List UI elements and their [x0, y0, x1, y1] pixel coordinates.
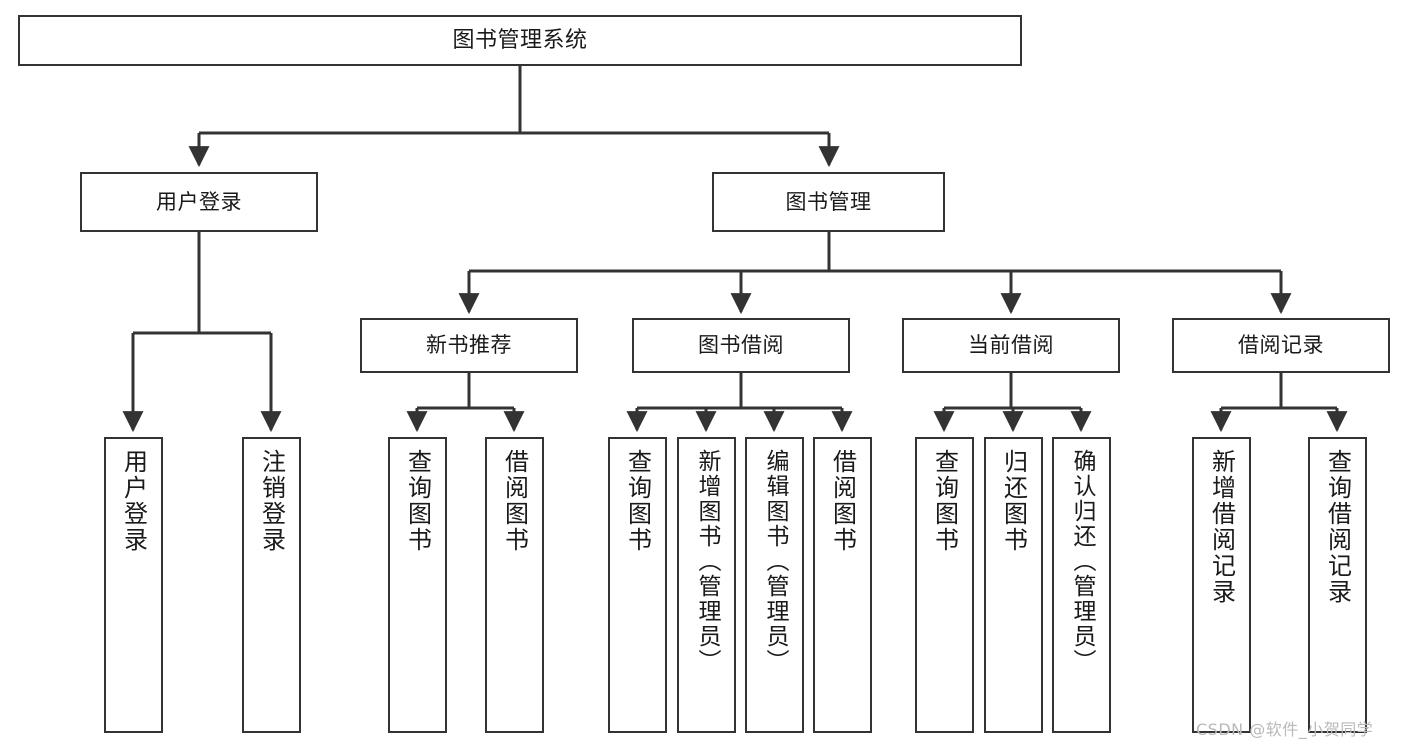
node-leaf-add-borrow-record[interactable]: 新增借阅记录 [1192, 437, 1251, 733]
node-leaf-query-book-borrow[interactable]: 查询图书 [608, 437, 667, 733]
node-label: 确认归还（管理员） [1069, 449, 1095, 674]
node-label: 查询图书 [403, 449, 432, 553]
node-label: 新书推荐 [426, 333, 512, 358]
node-leaf-query-borrow-record[interactable]: 查询借阅记录 [1308, 437, 1367, 733]
node-book-borrow[interactable]: 图书借阅 [632, 318, 850, 373]
node-leaf-return-book[interactable]: 归还图书 [984, 437, 1043, 733]
node-label: 注销登录 [257, 449, 286, 553]
node-label: 查询借阅记录 [1323, 449, 1352, 605]
node-leaf-logout[interactable]: 注销登录 [242, 437, 301, 733]
node-leaf-add-book-admin[interactable]: 新增图书（管理员） [677, 437, 736, 733]
node-label: 借阅图书 [828, 449, 857, 553]
node-label: 编辑图书（管理员） [762, 449, 788, 674]
csdn-watermark: CSDN @软件_小贺同学 [1196, 720, 1374, 739]
node-label: 图书管理系统 [452, 27, 588, 53]
node-leaf-query-book-current[interactable]: 查询图书 [915, 437, 974, 733]
node-book-management[interactable]: 图书管理 [712, 172, 945, 232]
node-label: 借阅记录 [1238, 333, 1324, 358]
node-label: 新增借阅记录 [1207, 449, 1236, 605]
node-current-borrow[interactable]: 当前借阅 [902, 318, 1120, 373]
node-user-login[interactable]: 用户登录 [80, 172, 318, 232]
node-leaf-confirm-return-admin[interactable]: 确认归还（管理员） [1052, 437, 1111, 733]
node-root-system[interactable]: 图书管理系统 [18, 15, 1022, 66]
node-label: 借阅图书 [500, 449, 529, 553]
node-leaf-borrow-book-newbook[interactable]: 借阅图书 [485, 437, 544, 733]
node-leaf-query-book-newbook[interactable]: 查询图书 [388, 437, 447, 733]
node-label: 图书管理 [785, 189, 872, 214]
node-leaf-borrow-book-borrow[interactable]: 借阅图书 [813, 437, 872, 733]
node-leaf-user-login[interactable]: 用户登录 [104, 437, 163, 733]
node-borrow-record[interactable]: 借阅记录 [1172, 318, 1390, 373]
node-label: 用户登录 [119, 449, 148, 553]
node-label: 图书借阅 [698, 333, 784, 358]
node-label: 查询图书 [623, 449, 652, 553]
node-label: 查询图书 [930, 449, 959, 553]
node-label: 用户登录 [156, 189, 242, 214]
node-label: 归还图书 [999, 449, 1028, 553]
node-label: 新增图书（管理员） [694, 449, 720, 674]
node-new-book-recommend[interactable]: 新书推荐 [360, 318, 578, 373]
node-leaf-edit-book-admin[interactable]: 编辑图书（管理员） [745, 437, 804, 733]
node-label: 当前借阅 [968, 333, 1054, 358]
